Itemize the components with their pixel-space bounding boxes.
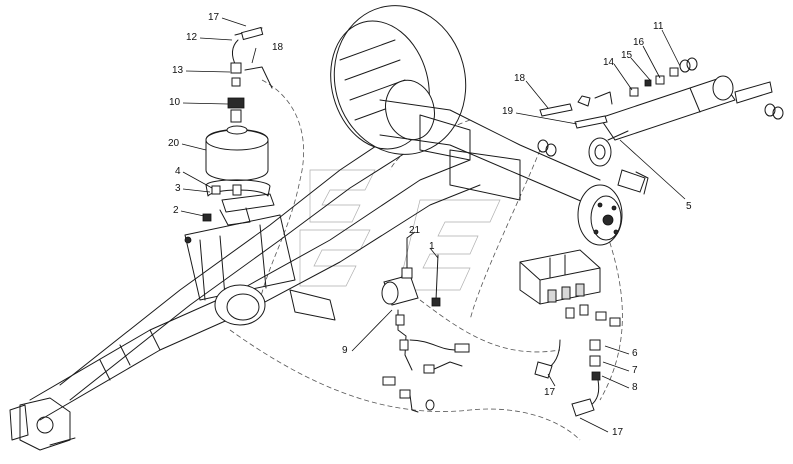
cylinder-seals bbox=[537, 57, 784, 157]
part-label-8: 8 bbox=[632, 382, 638, 393]
part-label-14: 14 bbox=[603, 57, 615, 68]
part-label-17-top: 17 bbox=[208, 12, 220, 23]
part-label-12: 12 bbox=[186, 32, 198, 43]
part-label-16: 16 bbox=[633, 37, 645, 48]
part-label-7: 7 bbox=[632, 365, 638, 376]
leader-lines bbox=[180, 17, 686, 433]
wheel-tyre bbox=[330, 5, 467, 155]
part-label-18-right: 18 bbox=[514, 73, 526, 84]
part-label-20: 20 bbox=[168, 138, 180, 149]
watermark-logo bbox=[299, 169, 501, 291]
part-label-15: 15 bbox=[621, 50, 633, 61]
part-label-17-mid: 17 bbox=[544, 387, 556, 398]
part-label-10: 10 bbox=[169, 97, 181, 108]
hose-lines-right bbox=[534, 339, 600, 417]
accumulator-assembly bbox=[202, 26, 275, 226]
hydraulic-cylinder bbox=[588, 75, 773, 195]
brake-valve-fittings bbox=[381, 237, 470, 413]
part-label-18-top: 18 bbox=[272, 42, 284, 53]
axle-hub bbox=[379, 99, 623, 246]
part-label-6: 6 bbox=[632, 348, 638, 359]
part-label-2: 2 bbox=[173, 205, 179, 216]
part-label-3: 3 bbox=[175, 183, 181, 194]
part-label-21: 21 bbox=[409, 225, 421, 236]
part-label-17-bottom: 17 bbox=[612, 427, 624, 438]
brake-chamber-mount bbox=[184, 214, 336, 326]
valve-block bbox=[519, 249, 621, 381]
drawbar-frame bbox=[9, 129, 481, 451]
part-label-4: 4 bbox=[175, 166, 181, 177]
part-label-9: 9 bbox=[342, 345, 348, 356]
part-label-19: 19 bbox=[502, 106, 514, 117]
part-label-5: 5 bbox=[686, 201, 692, 212]
part-label-11: 11 bbox=[653, 21, 664, 32]
part-label-1: 1 bbox=[429, 241, 435, 252]
part-label-13: 13 bbox=[172, 65, 184, 76]
